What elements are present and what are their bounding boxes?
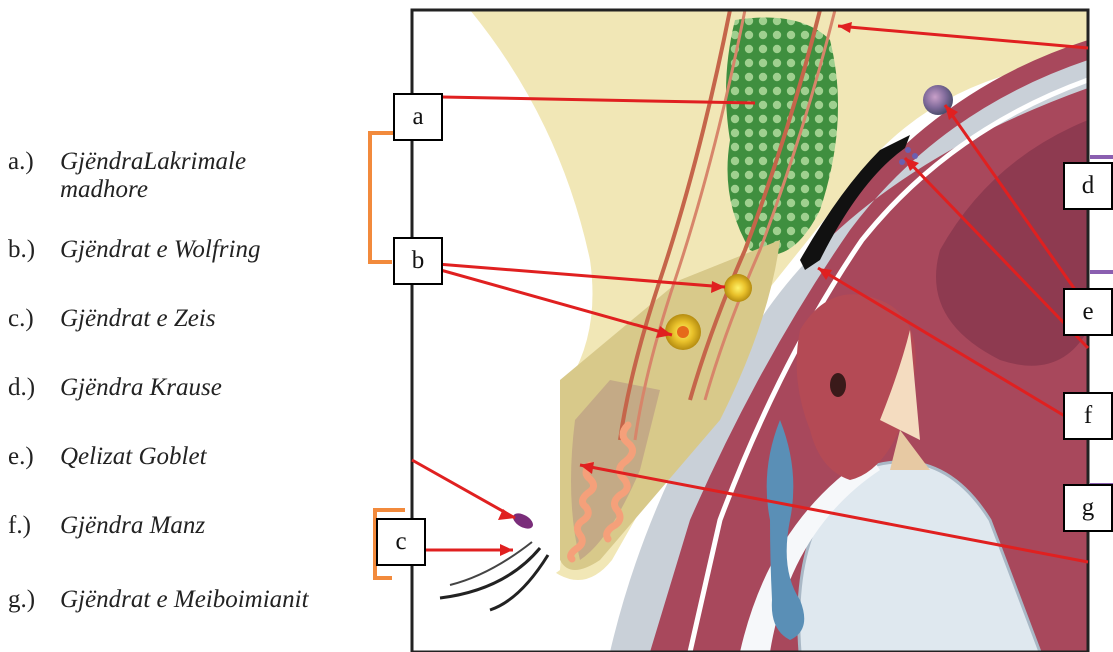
wolfring-gland-core: [677, 326, 689, 338]
label-box-b: b: [393, 237, 443, 285]
label-text: a: [412, 103, 423, 131]
punctum: [830, 373, 846, 397]
label-text: e: [1082, 298, 1093, 326]
label-box-f: f: [1063, 392, 1113, 440]
label-box-d: d: [1063, 162, 1113, 210]
label-box-e: e: [1063, 288, 1113, 336]
wolfring-gland-upper: [724, 274, 752, 302]
label-text: b: [412, 247, 425, 275]
label-box-g: g: [1063, 484, 1113, 532]
label-text: c: [395, 528, 406, 556]
label-text: d: [1082, 172, 1095, 200]
label-text: g: [1082, 494, 1095, 522]
label-box-a: a: [393, 93, 443, 141]
figure-artwork: [412, 10, 1088, 652]
label-text: f: [1084, 402, 1092, 430]
label-box-c: c: [376, 518, 426, 566]
